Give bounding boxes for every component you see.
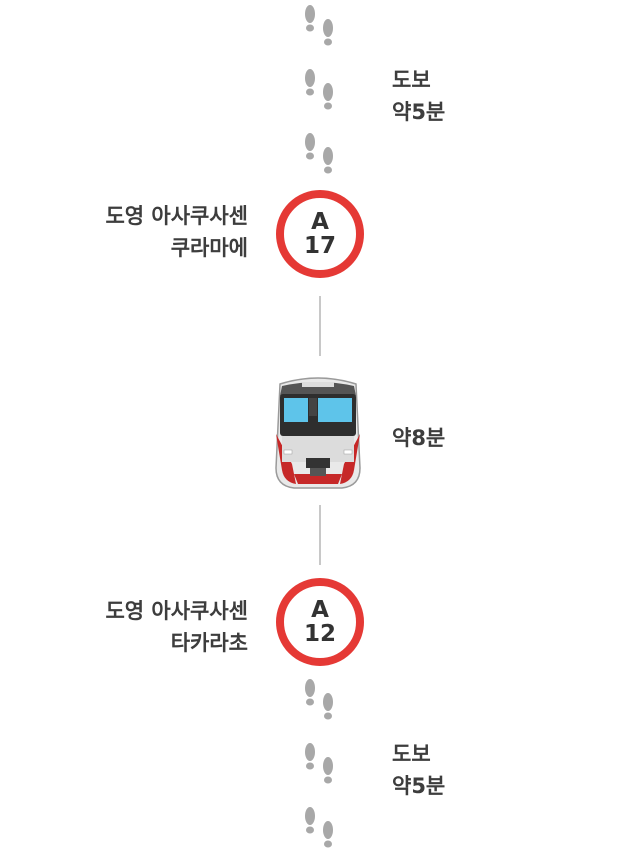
station-to-code-letter: A [311,597,329,623]
station-to-name: 도영 아사쿠사센 타카라초 [105,595,248,659]
footprints-icon [305,807,333,848]
footprints-icon [305,133,333,174]
walk-top-label: 도보 약5분 [392,64,445,128]
station-from-station: 쿠라마에 [170,236,248,260]
walk-bottom-duration: 약5분 [392,774,446,798]
walk-top-duration: 약5분 [392,100,446,124]
walk-bottom-mode: 도보 [392,742,431,766]
train-duration: 약8분 [392,426,446,450]
footprints-icon [305,69,333,110]
footprints-icon [305,5,333,46]
station-to-line: 도영 아사쿠사센 [105,599,248,623]
station-from-line: 도영 아사쿠사센 [105,204,248,228]
route-line [319,505,321,565]
walk-top-mode: 도보 [392,68,431,92]
station-from-badge: A 17 [276,190,364,278]
footprints-icon [305,679,333,720]
station-from-code-letter: A [311,209,329,235]
station-to-badge: A 12 [276,578,364,666]
station-from-code-number: 17 [303,233,336,259]
station-to-station: 타카라초 [170,631,248,655]
station-to-code-number: 12 [303,621,336,647]
train-icon [275,377,361,489]
station-from-name: 도영 아사쿠사센 쿠라마에 [105,200,248,264]
walk-bottom-label: 도보 약5분 [392,738,445,802]
route-line [319,296,321,356]
footprints-icon [305,743,333,784]
